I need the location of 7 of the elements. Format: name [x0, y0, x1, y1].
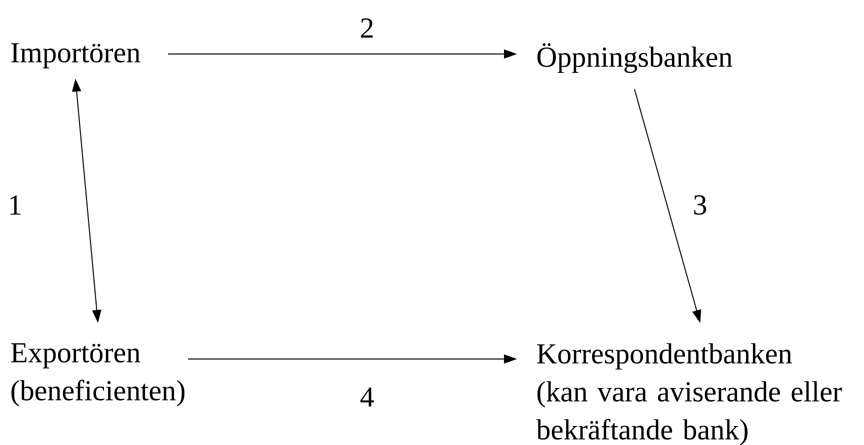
edge-label: 1: [10, 195, 20, 215]
edge-label: 2: [361, 18, 373, 38]
edge-label: 4: [360, 387, 374, 407]
node-text: Importören: [11, 43, 140, 68]
node-text: Öppningsbanken: [537, 43, 732, 73]
node-text: Exportören (beneficienten): [11, 343, 184, 406]
edge-label: 3: [694, 195, 706, 215]
